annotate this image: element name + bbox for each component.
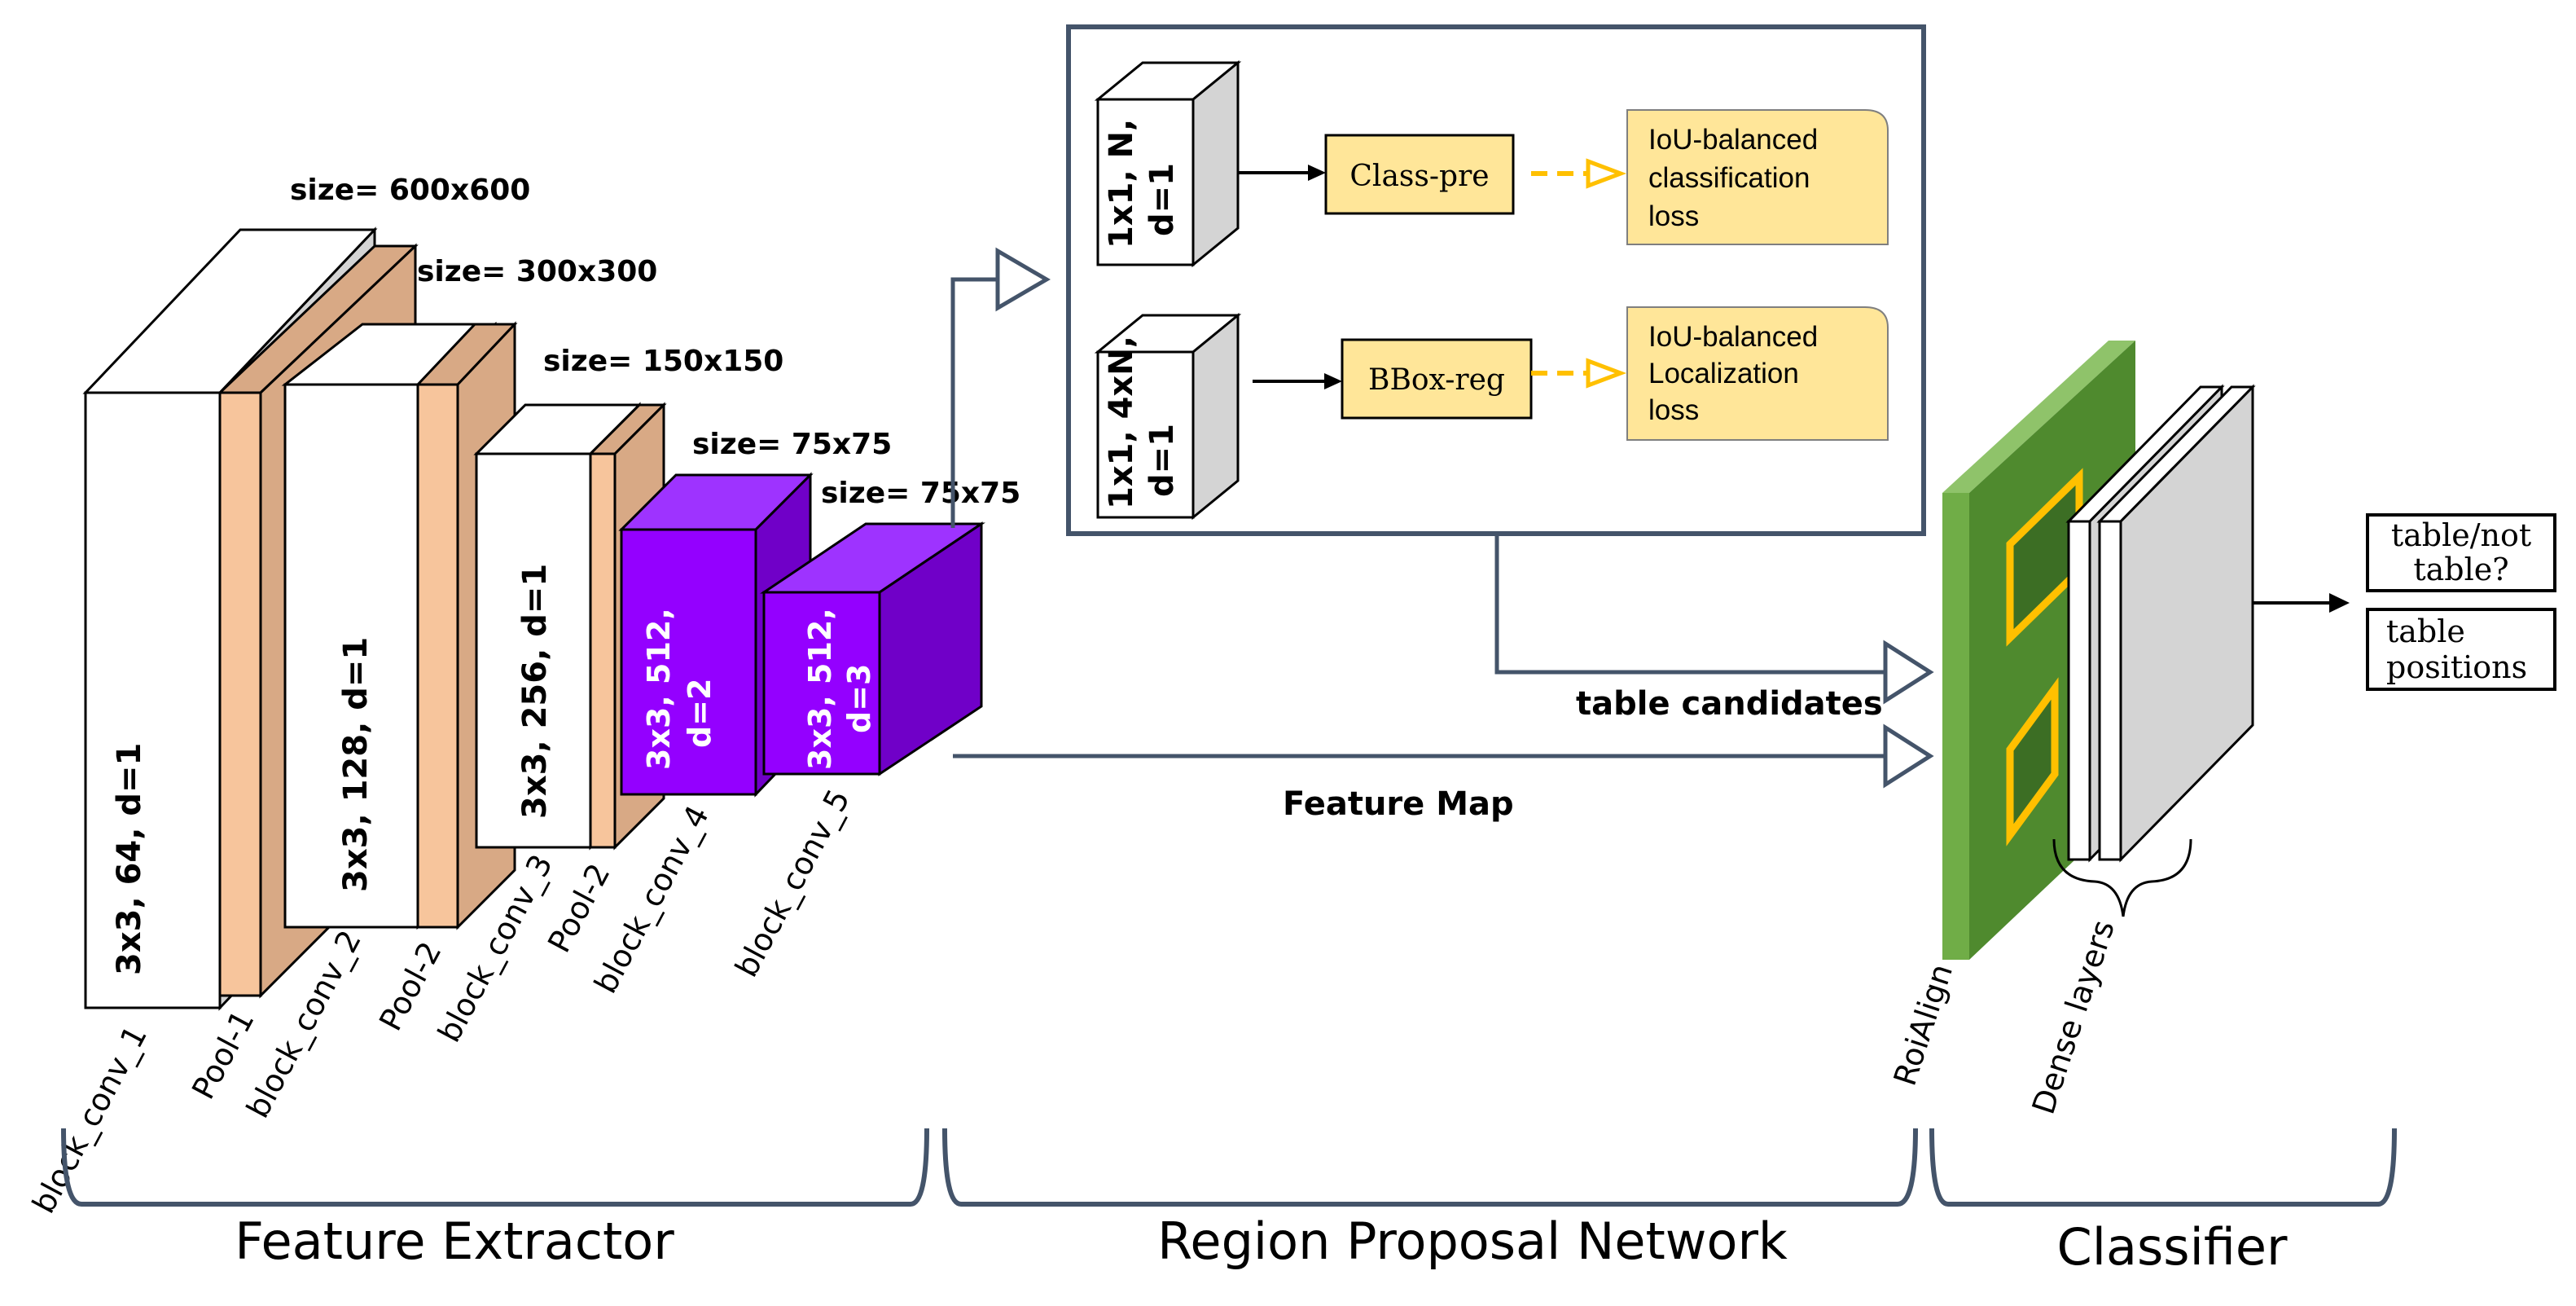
- output-box-positions: [2366, 608, 2556, 691]
- size-label-300: size= 300x300: [417, 255, 657, 288]
- connector-feature-map: [953, 723, 1934, 789]
- label-block-conv-1: block_conv_1: [25, 1020, 154, 1220]
- class-pre-box: [1324, 134, 1515, 215]
- rpn-cls-conv: [1094, 59, 1242, 268]
- conv1-text: 3x3, 64, d=1: [111, 743, 148, 975]
- arrow-to-bbox-reg: [1253, 373, 1342, 389]
- block-conv-5: [760, 521, 985, 776]
- output-arrow: [2253, 593, 2350, 613]
- connector-to-rpn: [950, 247, 1051, 528]
- size-label-75b: size= 75x75: [821, 477, 1020, 510]
- bracket-rpn: [942, 1128, 1918, 1207]
- bracket-feature-extractor: [61, 1128, 929, 1207]
- conv3-text: 3x3, 256, d=1: [516, 564, 554, 819]
- label-block-conv-5: block_conv_5: [728, 784, 857, 983]
- conv4-text-line1: 3x3, 512,: [641, 608, 677, 770]
- cls-conv-text-line2: d=1: [1143, 163, 1181, 236]
- cls-loss-box: [1626, 109, 1889, 245]
- output-class-line1: table/not: [2391, 517, 2531, 553]
- bbox-reg-box: [1341, 338, 1533, 420]
- output-class-line2: table?: [2413, 552, 2508, 587]
- feature-map-label: Feature Map: [1283, 785, 1514, 823]
- cls-loss-line3: loss: [1648, 200, 1699, 232]
- cls-conv-text-line1: 1x1, N,: [1103, 119, 1140, 248]
- conv5-text-line2: d=3: [841, 664, 877, 733]
- section-rpn: Region Proposal Network: [1157, 1211, 1788, 1271]
- size-label-600: size= 600x600: [290, 174, 530, 207]
- output-positions-line2: positions: [2386, 649, 2527, 685]
- dense-layers-brace: [2052, 838, 2192, 917]
- output-positions-line1: table: [2386, 613, 2465, 649]
- rpn-reg-conv: [1094, 312, 1242, 521]
- dense-layer-2: [2096, 384, 2256, 863]
- conv2-text: 3x3, 128, d=1: [337, 637, 375, 892]
- section-classifier: Classifier: [2056, 1217, 2288, 1277]
- loc-loss-line1: IoU-balanced: [1648, 321, 1818, 353]
- table-candidates-label: table candidates: [1576, 685, 1883, 723]
- bracket-classifier: [1929, 1128, 2397, 1207]
- connector-table-candidates: [1494, 534, 1934, 705]
- conv5-text-line1: 3x3, 512,: [802, 608, 838, 770]
- section-feature-extractor: Feature Extractor: [235, 1211, 674, 1271]
- loc-loss-line3: loss: [1648, 394, 1699, 426]
- size-label-75a: size= 75x75: [692, 428, 892, 461]
- bbox-reg-label: BBox-reg: [1368, 363, 1505, 397]
- reg-conv-text-line1: 1x1, 4xN,: [1103, 336, 1140, 509]
- reg-conv-text-line2: d=1: [1143, 424, 1181, 497]
- label-dense-layers: Dense layers: [2025, 916, 2122, 1119]
- cls-loss-line1: IoU-balanced: [1648, 124, 1818, 156]
- conv4-text-line2: d=2: [682, 679, 718, 748]
- output-box-class: [2366, 513, 2556, 592]
- dashed-arrow-cls-loss: [1531, 158, 1627, 189]
- class-pre-label: Class-pre: [1349, 160, 1489, 193]
- cls-loss-line2: classification: [1648, 162, 1810, 194]
- loc-loss-box: [1626, 306, 1889, 441]
- size-label-150: size= 150x150: [543, 345, 783, 378]
- dashed-arrow-loc-loss: [1531, 358, 1627, 389]
- arrow-to-class-pre: [1238, 165, 1326, 181]
- loc-loss-line2: Localization: [1648, 358, 1799, 389]
- label-roialign: RoiAlign: [1887, 960, 1959, 1090]
